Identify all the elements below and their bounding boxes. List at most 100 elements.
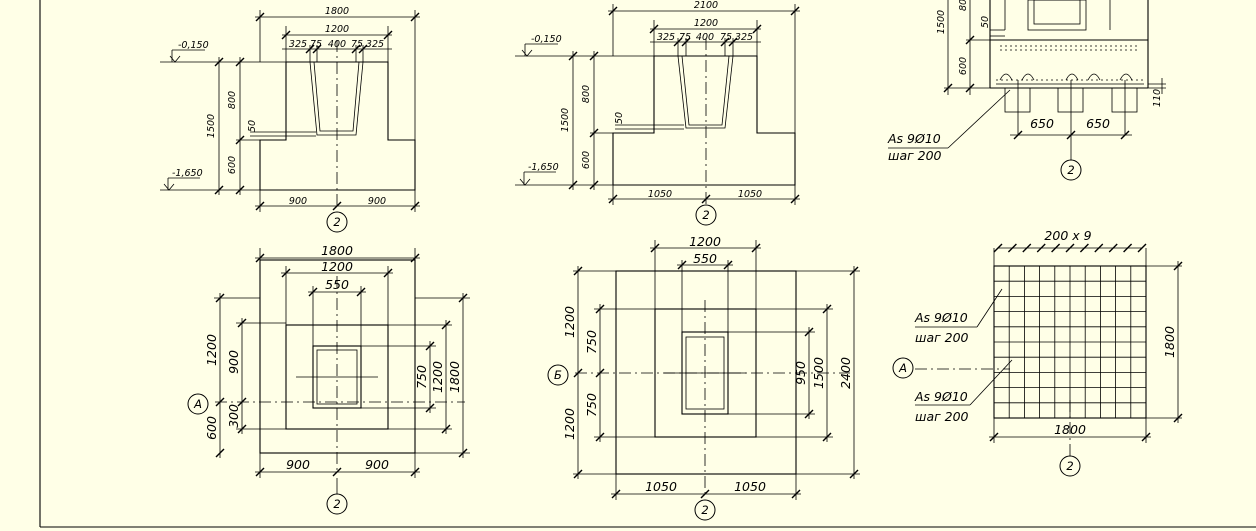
section-a-bottom-right: 900 bbox=[368, 196, 386, 207]
section-a-height-lower: 600 bbox=[227, 156, 238, 174]
plan-b-axis-left: Б bbox=[554, 368, 562, 382]
mesh-dim-tick bbox=[1108, 243, 1118, 253]
section-b-offset: 50 bbox=[614, 112, 625, 124]
plan-b-left-inner-top: 750 bbox=[584, 330, 599, 354]
section-a-bottom-left: 900 bbox=[289, 196, 307, 207]
section-a: 1800 1200 325 75 400 75 325 1500 800 600… bbox=[160, 6, 420, 233]
plan-b-right-2: 1500 bbox=[811, 357, 826, 389]
section-b-height-total: 1500 bbox=[560, 108, 571, 132]
plan-a-right-2: 1200 bbox=[430, 361, 445, 393]
plan-a-bottom-left: 900 bbox=[286, 457, 310, 472]
mesh-dim-tick bbox=[1065, 243, 1075, 253]
plan-a-top2: 1200 bbox=[321, 259, 353, 274]
plan-a-bottom-right: 900 bbox=[365, 457, 389, 472]
section-a-part-2: 75 bbox=[310, 39, 322, 50]
plan-b-right-3: 2400 bbox=[838, 357, 853, 389]
section-a-elev-bottom: -1,650 bbox=[172, 168, 203, 179]
plan-b-left-inner-bottom: 750 bbox=[584, 393, 599, 417]
plan-a-axis-left: A bbox=[193, 397, 202, 411]
section-c: 1500 80 600 50 As 9Ø10 шаг 200 650 650 1… bbox=[887, 0, 1166, 181]
plan-a-top3: 550 bbox=[325, 277, 349, 292]
mesh-right: 1800 bbox=[1162, 326, 1177, 358]
plan-b-top1: 1200 bbox=[689, 234, 721, 249]
mesh-dim-tick bbox=[1079, 243, 1089, 253]
section-c-span-right: 650 bbox=[1086, 116, 1110, 131]
mesh-dim-tick bbox=[1137, 243, 1147, 253]
mesh-grid bbox=[994, 266, 1146, 418]
mesh-rebar-lower: As 9Ø10 bbox=[914, 389, 968, 404]
section-b-height-upper: 800 bbox=[581, 85, 592, 103]
plan-b: 1200 550 1200 1200 750 750 Б 950 1500 bbox=[547, 234, 860, 521]
section-b-bottom-left: 1050 bbox=[648, 189, 672, 200]
plan-a-right-1: 750 bbox=[414, 365, 429, 389]
section-b-part-3: 400 bbox=[696, 32, 714, 43]
section-b-part-5: 325 bbox=[735, 32, 753, 43]
section-b-overall: 2100 bbox=[694, 0, 718, 11]
section-a-outline bbox=[259, 61, 416, 191]
section-b-axis: 2 bbox=[702, 208, 709, 222]
section-b-cup bbox=[677, 55, 734, 129]
section-c-span-left: 650 bbox=[1030, 116, 1054, 131]
section-a-overall: 1800 bbox=[325, 6, 349, 17]
section-a-elev-top: -0,150 bbox=[178, 40, 209, 51]
section-c-offset: 50 bbox=[980, 16, 991, 28]
plan-b-bottom-left: 1050 bbox=[645, 479, 677, 494]
plan-a-left-outer-bottom: 600 bbox=[204, 416, 219, 440]
section-c-axis: 2 bbox=[1067, 163, 1074, 177]
plan-a-right-3: 1800 bbox=[447, 361, 462, 393]
section-b-part-4: 75 bbox=[720, 32, 732, 43]
mesh-plan: 200 x 9 1800 1800 2 A As 9Ø10 шаг 200 As… bbox=[892, 228, 1183, 477]
plan-a-outer bbox=[259, 259, 416, 454]
plan-a-axis-bottom: 2 bbox=[333, 497, 340, 511]
plan-a-left-inner-top: 900 bbox=[226, 350, 241, 374]
plan-b-top2: 550 bbox=[693, 251, 717, 266]
section-a-offset: 50 bbox=[247, 120, 258, 132]
section-c-height-lower: 600 bbox=[958, 57, 969, 75]
plan-a: 1800 1200 550 1200 600 900 300 A 750 bbox=[187, 243, 470, 515]
section-c-height-total: 1500 bbox=[936, 10, 947, 34]
mesh-step-lower: шаг 200 bbox=[915, 409, 969, 424]
section-b: 2100 1200 325 75 400 75 325 1500 800 600… bbox=[515, 0, 800, 226]
mesh-dim-tick bbox=[1051, 243, 1061, 253]
plan-a-top1: 1800 bbox=[321, 243, 353, 258]
plan-a-left-outer-top: 1200 bbox=[204, 334, 219, 366]
plan-a-left-inner-bottom: 300 bbox=[226, 404, 241, 428]
section-a-height-upper: 800 bbox=[227, 91, 238, 109]
section-b-part-2: 75 bbox=[679, 32, 691, 43]
section-a-cup bbox=[309, 61, 364, 136]
section-a-part-1: 325 bbox=[289, 39, 307, 50]
section-b-part-1: 325 bbox=[657, 32, 675, 43]
mesh-dim-tick bbox=[1007, 243, 1017, 253]
section-a-part-4: 75 bbox=[351, 39, 363, 50]
mesh-dim-tick bbox=[1123, 243, 1133, 253]
mesh-dim-tick bbox=[993, 243, 1003, 253]
section-c-step: шаг 200 bbox=[888, 148, 942, 163]
mesh-dim-tick bbox=[1036, 243, 1046, 253]
section-c-rebar: As 9Ø10 bbox=[887, 131, 941, 146]
section-a-axis: 2 bbox=[333, 215, 340, 229]
plan-b-left-outer-top: 1200 bbox=[562, 306, 577, 338]
plan-b-right-1: 950 bbox=[793, 361, 808, 385]
section-b-height-lower: 600 bbox=[581, 151, 592, 169]
section-a-height-total: 1500 bbox=[206, 114, 217, 138]
plan-b-outer bbox=[615, 270, 797, 475]
sheet-frame bbox=[39, 0, 1256, 528]
section-b-bottom-right: 1050 bbox=[738, 189, 762, 200]
mesh-top: 200 x 9 bbox=[1044, 228, 1091, 243]
plan-b-axis-bottom: 2 bbox=[701, 503, 708, 517]
mesh-step-upper: шаг 200 bbox=[915, 330, 969, 345]
plan-b-bottom-right: 1050 bbox=[734, 479, 766, 494]
section-a-upper: 1200 bbox=[325, 24, 349, 35]
mesh-dim-tick bbox=[1022, 243, 1032, 253]
section-b-outline bbox=[612, 55, 796, 186]
section-b-elev-bottom: -1,650 bbox=[528, 162, 559, 173]
section-a-part-3: 400 bbox=[328, 39, 346, 50]
plan-b-left-outer-bottom: 1200 bbox=[562, 408, 577, 440]
section-a-part-5: 325 bbox=[366, 39, 384, 50]
section-b-elev-top: -0,150 bbox=[531, 34, 562, 45]
section-b-upper: 1200 bbox=[694, 18, 718, 29]
mesh-axis-bottom: 2 bbox=[1066, 459, 1073, 473]
mesh-rebar-upper: As 9Ø10 bbox=[914, 310, 968, 325]
mesh-dim-tick bbox=[1094, 243, 1104, 253]
